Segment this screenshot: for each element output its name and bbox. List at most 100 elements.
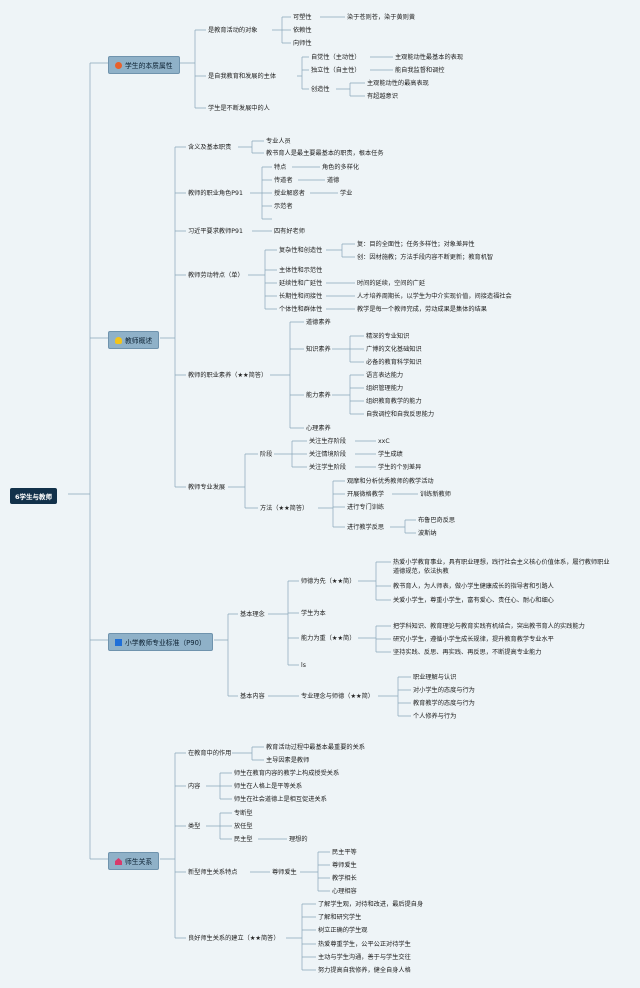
topic-node[interactable]: 授业解惑者 <box>274 190 305 197</box>
topic-node[interactable]: 坚持实践、反思、再实践、再反思，不断提高专业能力 <box>393 649 542 656</box>
topic-node[interactable]: 教育教学的态度与行为 <box>413 700 475 707</box>
topic-node[interactable]: 关爱小学生，尊重小学生，富有爱心、责任心、耐心和细心 <box>393 597 554 604</box>
topic-node[interactable]: 主观能动性最基本的表现 <box>395 54 464 61</box>
topic-node[interactable]: 个体性和群体性 <box>279 306 323 313</box>
topic-node[interactable]: 精深的专业知识 <box>366 333 410 340</box>
topic-node[interactable]: 复杂性和创造性 <box>279 247 323 254</box>
topic-node[interactable]: 专断型 <box>234 810 253 817</box>
topic-node[interactable]: 是教育活动的对象 <box>208 27 258 34</box>
topic-node[interactable]: 时间的延续，空间的广延 <box>357 280 426 287</box>
topic-node[interactable]: 广博的文化基础知识 <box>366 346 422 353</box>
topic-node[interactable]: 创：因材施教；方法手段内容不断更新；教育机智 <box>357 254 494 261</box>
topic-node[interactable]: 道德规范，依法执教 <box>393 568 449 575</box>
topic-node[interactable]: 可塑性 <box>293 14 312 21</box>
topic-node[interactable]: 含义及基本职责 <box>188 144 232 151</box>
topic-node[interactable]: 学生为本 <box>301 610 326 617</box>
topic-node[interactable]: 波斯纳 <box>418 530 437 537</box>
topic-node[interactable]: 树立正确的学生观 <box>318 927 368 934</box>
topic-node[interactable]: 延续性和广延性 <box>279 280 323 287</box>
topic-node[interactable]: 师生在教育内容的教学上构成授受关系 <box>234 770 340 777</box>
topic-node[interactable]: 语言表达能力 <box>366 372 404 379</box>
topic-node[interactable]: 学业 <box>340 190 353 197</box>
topic-node[interactable]: 学生成绩 <box>378 451 403 458</box>
topic-node[interactable]: 热爱尊重学生，公平公正对待学生 <box>318 941 411 948</box>
root-node[interactable]: 6学生与教师 <box>10 488 58 504</box>
topic-node[interactable]: 热爱小学教育事业，具有职业理想，践行社会主义核心价值体系，履行教师职业 <box>393 559 610 566</box>
topic-node[interactable]: 研究小学生，遵循小学生成长规律，提升教育教学专业水平 <box>393 636 554 643</box>
topic-node[interactable]: 专业人员 <box>266 138 291 145</box>
topic-node[interactable]: 学生是不断发展中的人 <box>208 105 270 112</box>
topic-node[interactable]: 教书育人是最主要最基本的职责，根本任务 <box>266 150 384 157</box>
topic-node[interactable]: 必备的教育科学知识 <box>366 359 422 366</box>
topic-node[interactable]: 在教育中的作用 <box>188 750 232 757</box>
branch-node-professional-standard[interactable]: 小学教师专业标准（P90） <box>108 633 213 651</box>
topic-node[interactable]: 能力为重（★★简） <box>301 635 356 642</box>
topic-node[interactable]: 是自我教育和发展的主体 <box>208 73 277 80</box>
topic-node[interactable]: 关注生存阶段 <box>309 438 347 445</box>
topic-node[interactable]: 教师劳动特点（单） <box>188 272 244 279</box>
topic-node[interactable]: 教师的职业角色P91 <box>188 190 243 197</box>
topic-node[interactable]: ls <box>301 662 306 669</box>
topic-node[interactable]: 关注学生阶段 <box>309 464 347 471</box>
topic-node[interactable]: 创造性 <box>311 86 330 93</box>
topic-node[interactable]: 复：目的全面性；任务多样性；对象差异性 <box>357 241 475 248</box>
topic-node[interactable]: 角色的多样化 <box>322 164 360 171</box>
topic-node[interactable]: 知识素养 <box>306 346 331 353</box>
topic-node[interactable]: 教学是每一个教师完成，劳动成果是集体的结果 <box>357 306 487 313</box>
topic-node[interactable]: 个人修养与行为 <box>413 713 457 720</box>
topic-node[interactable]: 有超越意识 <box>367 93 398 100</box>
topic-node[interactable]: 能力素养 <box>306 392 331 399</box>
topic-node[interactable]: 民主型 <box>234 836 253 843</box>
topic-node[interactable]: 示范者 <box>274 203 293 210</box>
topic-node[interactable]: 心理相容 <box>332 888 357 895</box>
topic-node[interactable]: 主导因素是教师 <box>266 757 310 764</box>
topic-node[interactable]: 主体性和示范性 <box>279 267 323 274</box>
topic-node[interactable]: 道德素养 <box>306 319 331 326</box>
topic-node[interactable]: 自觉性（主动性） <box>311 54 361 61</box>
topic-node[interactable]: 观摩和分析优秀教师的教学活动 <box>347 478 434 485</box>
topic-node[interactable]: 基本内容 <box>240 693 265 700</box>
topic-node[interactable]: 良好师生关系的建立（★★简答） <box>188 935 280 942</box>
topic-node[interactable]: 四有好老师 <box>274 228 305 235</box>
topic-node[interactable]: 了解和研究学生 <box>318 914 362 921</box>
topic-node[interactable]: 长期性和间接性 <box>279 293 323 300</box>
topic-node[interactable]: 依赖性 <box>293 27 312 34</box>
topic-node[interactable]: 能自我监督和调控 <box>395 67 445 74</box>
topic-node[interactable]: 关注情境阶段 <box>309 451 347 458</box>
topic-node[interactable]: 理想的 <box>289 836 308 843</box>
topic-node[interactable]: 基本理念 <box>240 611 265 618</box>
branch-node-teacher-overview[interactable]: 教师概述 <box>108 331 160 349</box>
topic-node[interactable]: 教师专业发展 <box>188 484 226 491</box>
topic-node[interactable]: 努力提高自我修养，健全自身人格 <box>318 967 411 974</box>
topic-node[interactable]: 组织管理能力 <box>366 385 404 392</box>
topic-node[interactable]: 了解学生观，对待和改进，最后提自身 <box>318 901 424 908</box>
topic-node[interactable]: 民主平等 <box>332 849 357 856</box>
topic-node[interactable]: xxC <box>378 438 390 445</box>
branch-node-student-nature[interactable]: 学生的本质属性 <box>108 56 180 74</box>
topic-node[interactable]: 师生在社会道德上是相互促进关系 <box>234 796 327 803</box>
topic-node[interactable]: 布鲁巴奇反思 <box>418 517 456 524</box>
topic-node[interactable]: 职业理解与认识 <box>413 674 457 681</box>
topic-node[interactable]: 对小学生的态度与行为 <box>413 687 475 694</box>
topic-node[interactable]: 进行专门训练 <box>347 504 385 511</box>
topic-node[interactable]: 自我调控和自我反思能力 <box>366 411 435 418</box>
topic-node[interactable]: 人才培养周期长，以学生为中介实现价值，间接造福社会 <box>357 293 512 300</box>
topic-node[interactable]: 方法（★★简答） <box>260 505 309 512</box>
topic-node[interactable]: 把学科知识、教育理论与教育实践有机结合，突出教书育人的实践能力 <box>393 623 585 630</box>
topic-node[interactable]: 尊师爱生 <box>272 869 297 876</box>
topic-node[interactable]: 放任型 <box>234 823 253 830</box>
topic-node[interactable]: 教学相长 <box>332 875 357 882</box>
topic-node[interactable]: 师生在人格上是平等关系 <box>234 783 303 790</box>
topic-node[interactable]: 教育活动过程中最基本最重要的关系 <box>266 744 365 751</box>
topic-node[interactable]: 向师性 <box>293 40 312 47</box>
topic-node[interactable]: 心理素养 <box>306 425 331 432</box>
topic-node[interactable]: 主观能动性的最高表现 <box>367 80 429 87</box>
topic-node[interactable]: 内容 <box>188 783 201 790</box>
topic-node[interactable]: 传道者 <box>274 177 293 184</box>
topic-node[interactable]: 学生的个别差异 <box>378 464 422 471</box>
topic-node[interactable]: 教师的职业素养（★★简答） <box>188 372 268 379</box>
branch-node-teacher-student[interactable]: 师生关系 <box>108 852 160 870</box>
topic-node[interactable]: 尊师爱生 <box>332 862 357 869</box>
topic-node[interactable]: 教书育人，为人师表，做小学生健康成长的指导者和引路人 <box>393 583 554 590</box>
topic-node[interactable]: 师德为先（★★简） <box>301 578 356 585</box>
